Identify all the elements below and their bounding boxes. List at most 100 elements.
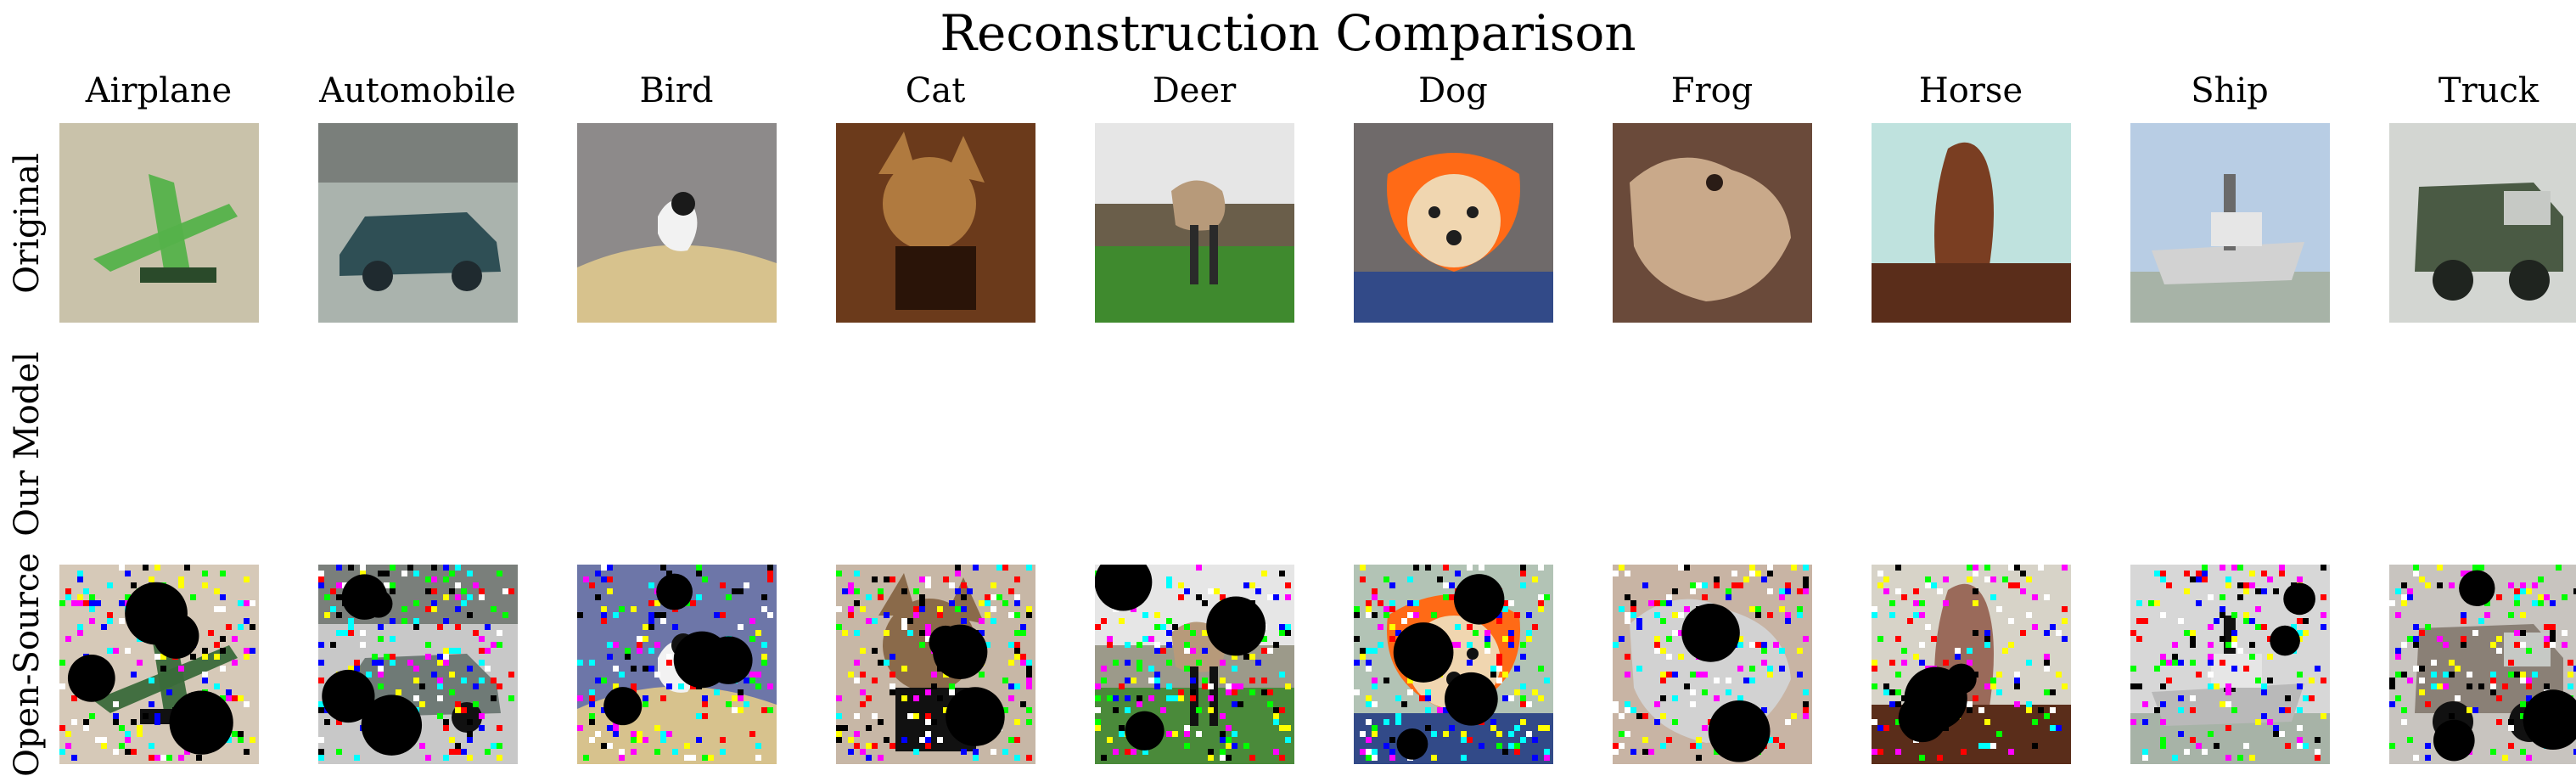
- open-source-deer-noise-127: [1267, 689, 1273, 695]
- open-source-truck-noise-38: [2389, 600, 2395, 606]
- open-source-bird-noise-150: [613, 731, 619, 737]
- open-source-bird-noise-14: [589, 582, 595, 588]
- open-source-bird-noise-131: [744, 701, 749, 707]
- open-source-ship-noise-15: [2190, 576, 2196, 582]
- open-source-bird-noise-21: [738, 588, 744, 594]
- open-source-dog-noise-153: [1383, 719, 1389, 725]
- open-source-automobile-noise-75: [342, 630, 348, 636]
- open-source-truck-noise-16: [2508, 582, 2514, 588]
- open-source-airplane-noise-39: [238, 600, 244, 606]
- open-source-ship-noise-141: [2160, 719, 2166, 725]
- open-source-frog-noise-6: [1803, 565, 1809, 571]
- open-source-frog-blob-0: [1681, 604, 1740, 662]
- open-source-airplane-noise-100: [178, 666, 184, 672]
- open-source-airplane-noise-110: [166, 689, 172, 695]
- open-source-cat-noise-176: [848, 737, 854, 743]
- open-source-horse-noise-142: [1978, 743, 1984, 749]
- open-source-cat-noise-71: [925, 624, 931, 630]
- open-source-airplane-noise-163: [125, 749, 131, 755]
- open-source-bird-noise-128: [643, 701, 648, 707]
- open-source-ship-noise-114: [2208, 683, 2214, 689]
- open-source-horse-noise-18: [2026, 576, 2032, 582]
- open-source-frog-noise-57: [1678, 612, 1684, 618]
- open-source-dog-noise-13: [1437, 576, 1443, 582]
- open-source-truck-noise-118: [2490, 683, 2496, 689]
- open-source-truck-noise-21: [2407, 588, 2413, 594]
- open-source-ship-noise-116: [2225, 683, 2231, 689]
- open-source-deer-noise-47: [1095, 624, 1101, 630]
- open-source-dog-noise-84: [1455, 642, 1461, 648]
- open-source-cat-noise-116: [860, 672, 866, 678]
- open-source-cat-noise-193: [973, 749, 979, 755]
- open-source-automobile-noise-82: [479, 636, 485, 642]
- open-source-bird-noise-170: [672, 749, 678, 755]
- open-source-cat-noise-188: [925, 743, 931, 749]
- open-source-dog-noise-30: [1544, 594, 1550, 600]
- open-source-bird-noise-159: [643, 737, 648, 743]
- open-source-frog-noise-154: [1666, 737, 1672, 743]
- open-source-airplane-noise-19: [83, 588, 89, 594]
- open-source-bird-noise-42: [714, 612, 720, 618]
- open-source-automobile-noise-123: [413, 678, 419, 683]
- open-source-deer-noise-116: [1208, 683, 1214, 689]
- open-source-cat-noise-121: [979, 672, 985, 678]
- open-source-frog-noise-118: [1702, 689, 1708, 695]
- open-source-deer-noise-120: [1285, 683, 1291, 689]
- open-source-frog-noise-59: [1755, 612, 1761, 618]
- open-source-dog-noise-148: [1443, 707, 1449, 713]
- open-source-bird-noise-134: [732, 707, 738, 713]
- open-source-airplane-noise-89: [190, 654, 196, 660]
- open-source-horse-noise-56: [2044, 630, 2050, 636]
- open-source-cat-blob-2: [946, 687, 1005, 746]
- open-source-cat-noise-171: [854, 731, 860, 737]
- open-source-horse-noise-5: [2014, 565, 2020, 571]
- open-source-ship-noise-82: [2249, 642, 2255, 648]
- open-source-automobile-noise-43: [455, 594, 461, 600]
- open-source-cat-noise-154: [907, 713, 913, 719]
- open-source-dog-noise-175: [1389, 737, 1395, 743]
- open-source-dog-noise-141: [1372, 701, 1378, 707]
- open-source-cat-noise-41: [985, 600, 991, 606]
- open-source-ship-noise-131: [2178, 707, 2184, 713]
- row-label-open-source-text: Open-Source: [8, 552, 47, 776]
- open-source-horse-noise-132: [1984, 719, 1990, 725]
- open-source-automobile-noise-15: [467, 571, 473, 576]
- open-source-automobile-noise-89: [443, 648, 449, 654]
- open-source-airplane-noise-130: [71, 719, 77, 725]
- original-tile-cat: [836, 123, 1035, 323]
- open-source-truck-noise-111: [2526, 678, 2532, 683]
- open-source-horse-noise-44: [1913, 612, 1919, 618]
- open-source-cat-noise-128: [931, 683, 937, 689]
- open-source-truck-noise-169: [2425, 755, 2431, 761]
- open-source-frog-noise-129: [1803, 701, 1809, 707]
- open-source-frog-noise-73: [1666, 636, 1672, 642]
- open-source-automobile-noise-103: [378, 660, 384, 666]
- open-source-truck-noise-23: [2514, 588, 2520, 594]
- open-source-airplane-noise-113: [71, 695, 77, 701]
- open-source-frog-noise-16: [1803, 576, 1809, 582]
- open-source-frog-noise-121: [1660, 695, 1666, 701]
- open-source-cat-noise-44: [836, 606, 842, 612]
- open-source-frog-noise-158: [1773, 737, 1779, 743]
- open-source-ship-noise-32: [2273, 588, 2279, 594]
- open-source-bird-blob-2: [673, 631, 731, 689]
- open-source-bird-noise-54: [637, 636, 643, 642]
- original-dog-eye-left: [1428, 206, 1440, 218]
- open-source-dog-noise-169: [1443, 731, 1449, 737]
- open-source-deer-noise-64: [1148, 636, 1154, 642]
- open-source-dog-noise-7: [1538, 565, 1544, 571]
- open-source-deer-noise-138: [1208, 695, 1214, 701]
- open-source-dog-noise-29: [1538, 594, 1544, 600]
- open-source-cat-noise-26: [955, 588, 961, 594]
- open-source-dog-noise-61: [1389, 624, 1395, 630]
- open-source-airplane-noise-5: [125, 571, 131, 576]
- open-source-dog-noise-91: [1372, 648, 1378, 654]
- open-source-automobile-noise-0: [336, 565, 342, 571]
- open-source-frog-noise-45: [1630, 606, 1636, 612]
- open-source-bird-noise-63: [654, 642, 660, 648]
- original-ship-hull: [2152, 242, 2304, 284]
- open-source-frog-noise-49: [1749, 606, 1755, 612]
- open-source-dog-noise-11: [1383, 576, 1389, 582]
- open-source-cat-noise-178: [901, 737, 907, 743]
- open-source-ship-noise-158: [2243, 743, 2249, 749]
